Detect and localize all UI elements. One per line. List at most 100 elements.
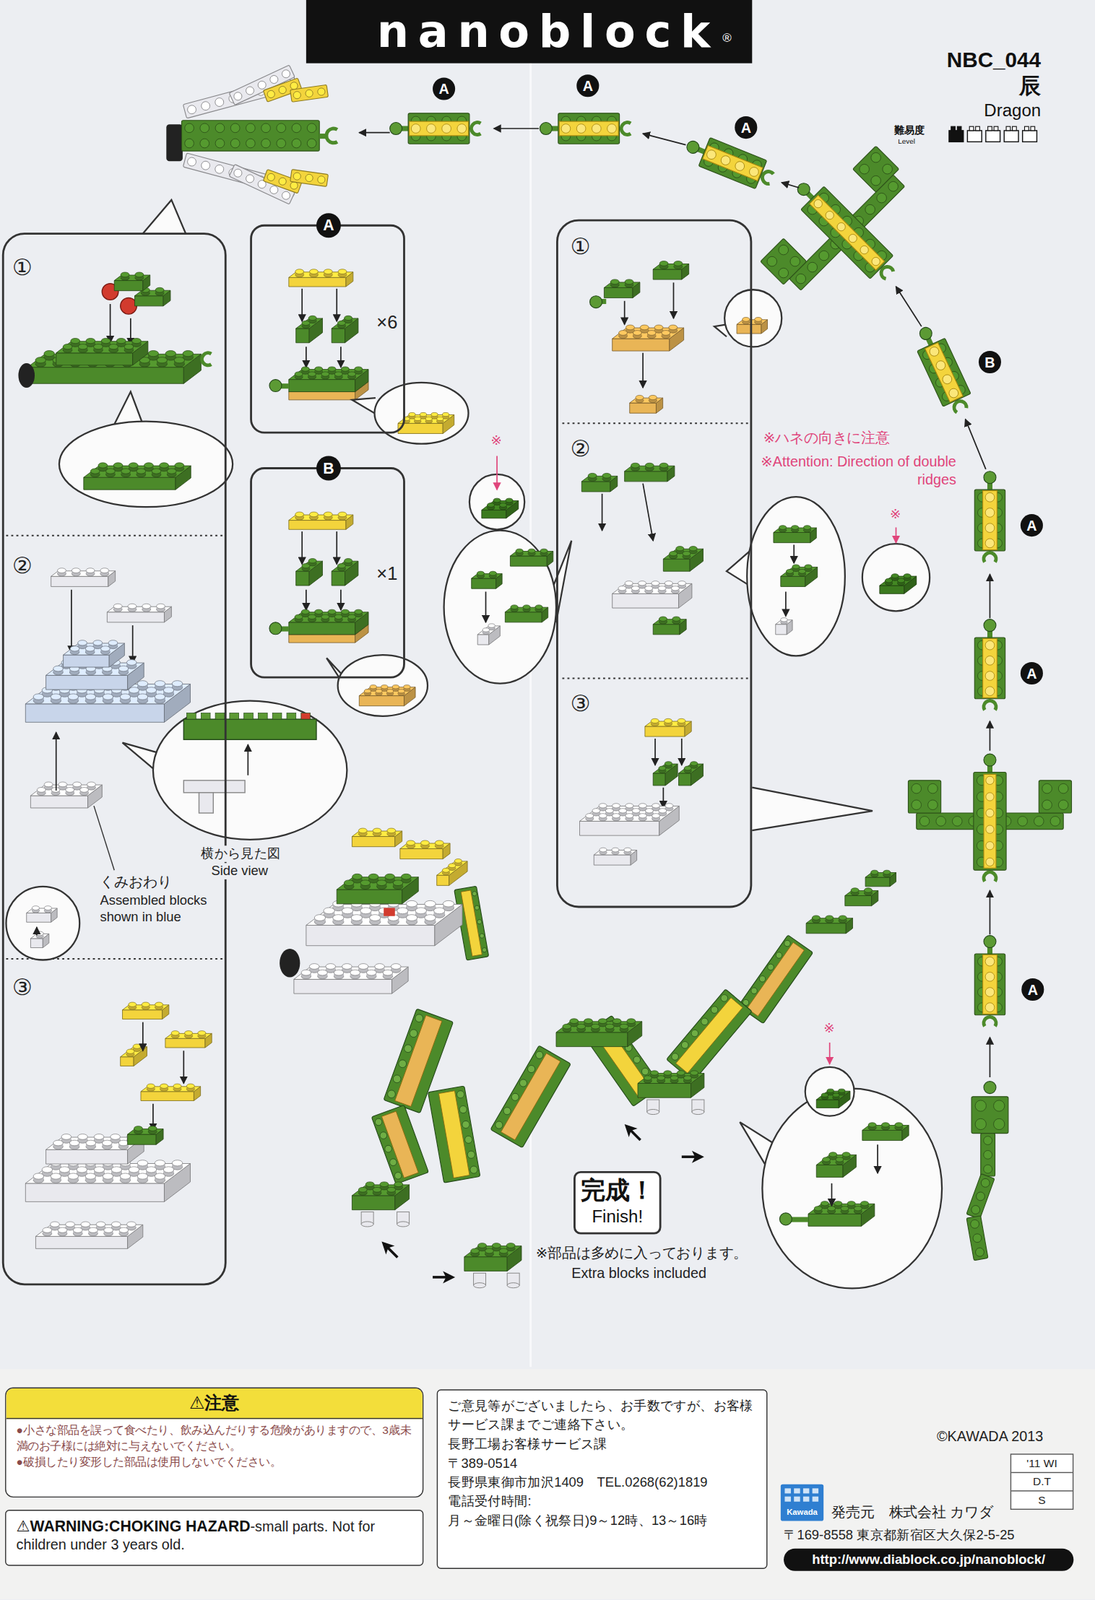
illustration-circle <box>985 793 994 802</box>
illustration-polygon <box>331 561 359 572</box>
illustration-ellipse <box>689 546 698 552</box>
illustration-ellipse <box>337 564 346 569</box>
illustration-polygon <box>288 520 346 531</box>
illustration-ellipse <box>44 782 53 788</box>
illustration-ellipse <box>598 814 607 819</box>
illustration-ellipse <box>344 559 353 564</box>
illustration-path <box>983 553 997 563</box>
illustration-polygon <box>775 624 788 635</box>
illustration-ellipse <box>891 574 899 579</box>
illustration-polygon <box>442 1271 456 1284</box>
illustration-circle <box>410 124 421 134</box>
illustration-ellipse <box>127 603 137 609</box>
illustration-ellipse <box>652 803 661 809</box>
illustration-ellipse <box>173 1084 182 1089</box>
illustration-ellipse <box>358 828 367 834</box>
illustration-ellipse <box>58 782 68 788</box>
illustration-polygon <box>296 561 323 572</box>
illustration-line <box>358 132 390 134</box>
illustration-polygon <box>669 327 685 352</box>
illustration-ellipse <box>142 603 151 609</box>
illustration-circle <box>379 1131 388 1140</box>
illustration-circle <box>983 936 997 949</box>
illustration-polygon <box>736 324 762 334</box>
illustration-ellipse <box>128 687 139 694</box>
illustration-circle <box>374 1118 383 1127</box>
illustration-circle <box>911 800 922 811</box>
illustration-circle <box>278 176 288 187</box>
illustration-g <box>490 1045 571 1149</box>
illustration-circle <box>985 776 994 785</box>
illustration-circle <box>576 124 586 134</box>
illustration-circle <box>526 1064 537 1075</box>
illustration-circle <box>886 179 900 194</box>
illustration-rect <box>801 186 894 279</box>
illustration-polygon <box>659 806 680 836</box>
illustration-line <box>561 422 748 424</box>
illustration-ellipse <box>665 803 674 809</box>
illustration-circle <box>458 1105 468 1115</box>
illustration-ellipse <box>631 586 640 591</box>
illustration-polygon <box>436 861 468 876</box>
illustration-circle <box>461 1121 471 1130</box>
illustration-ellipse <box>171 1160 183 1167</box>
illustration-ellipse <box>50 1222 60 1228</box>
illustration-ellipse <box>334 371 343 377</box>
illustration-polygon <box>580 806 680 822</box>
illustration-ellipse <box>369 685 377 690</box>
illustration-rect <box>702 145 763 182</box>
illustration-ellipse <box>677 718 686 724</box>
illustration-line <box>5 535 224 537</box>
illustration-ellipse <box>333 970 344 976</box>
illustration-ellipse <box>111 1167 122 1174</box>
illustration-circle <box>857 162 872 177</box>
illustration-ellipse <box>354 609 363 614</box>
illustration-ellipse <box>102 1140 113 1147</box>
illustration-ellipse <box>332 915 344 922</box>
illustration-polygon <box>25 1164 190 1184</box>
illustration-rect <box>228 163 295 204</box>
illustration-rect <box>559 121 619 136</box>
illustration-ellipse <box>535 605 543 610</box>
illustration-ellipse <box>163 687 174 694</box>
illustration-ellipse <box>406 840 416 846</box>
illustration-ellipse <box>635 395 644 400</box>
illustration-ellipse <box>515 548 523 554</box>
illustration-circle <box>709 1005 720 1016</box>
illustration-line <box>301 288 303 322</box>
illustration-line <box>601 494 604 531</box>
illustration-ellipse <box>57 1227 68 1233</box>
illustration-line <box>989 574 991 619</box>
illustration-circle <box>975 1247 986 1258</box>
illustration-circle <box>934 359 947 372</box>
illustration-polygon <box>580 821 660 836</box>
illustration-ellipse <box>569 1019 579 1025</box>
illustration-ellipse <box>663 1071 672 1076</box>
illustration-circle <box>880 162 895 177</box>
illustration-line <box>793 544 795 563</box>
illustration-circle <box>591 124 601 134</box>
illustration-circle <box>403 1043 414 1054</box>
illustration-path <box>326 128 338 144</box>
illustration-circle <box>775 951 784 960</box>
illustration-polygon <box>627 1022 643 1048</box>
illustration-line <box>895 286 921 327</box>
illustration-rect <box>290 84 329 102</box>
illustration-rect <box>973 772 1007 872</box>
illustration-ellipse <box>50 694 61 700</box>
illustration-ellipse <box>792 564 800 570</box>
illustration-line <box>305 346 307 367</box>
illustration-ellipse <box>159 462 170 469</box>
illustration-ellipse <box>67 694 79 700</box>
illustration-ellipse <box>338 655 428 717</box>
illustration-polyline <box>751 788 873 831</box>
illustration-rect <box>428 1086 481 1184</box>
illustration-polygon <box>296 318 323 329</box>
illustration-ellipse <box>307 614 316 620</box>
illustration-ellipse <box>624 847 632 853</box>
illustration-rect <box>187 713 197 720</box>
illustration-ellipse <box>577 1024 586 1030</box>
illustration-rect <box>760 238 807 285</box>
illustration-circle <box>985 671 995 682</box>
illustration-ellipse <box>364 689 371 694</box>
